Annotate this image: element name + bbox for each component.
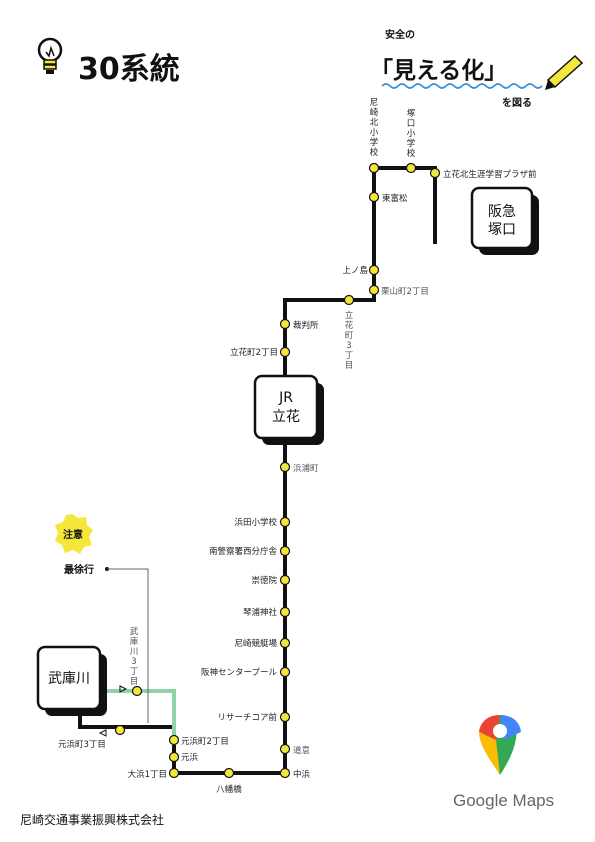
stop-label-kaminoshima: 上ノ島	[342, 265, 368, 276]
route-title: 30系統	[78, 52, 180, 87]
station-jr-tachibana: JR 立花	[253, 374, 324, 445]
direction-marker	[119, 685, 128, 693]
stop-label-hanshin-pool: 阪神センタープール	[201, 667, 277, 678]
stop-nakahama	[279, 767, 291, 779]
station-mukogawa: 武庫川	[36, 645, 107, 716]
station-label-hankyu-line1: 阪急	[488, 204, 516, 220]
stop-label-kotoura: 琴浦神社	[243, 607, 278, 618]
stop-kuriyama-2	[368, 284, 380, 296]
stop-label-tsukaguchi-es: 塚口小学校	[407, 109, 416, 159]
stop-doi	[279, 743, 291, 755]
stop-mukogawa-3	[131, 685, 143, 697]
stop-label-nakahama: 中浜	[293, 769, 311, 780]
stop-motohama-2	[168, 734, 180, 746]
stop-keitei	[279, 637, 291, 649]
stop-tachibana-3	[343, 294, 355, 306]
detour-line	[102, 689, 176, 745]
stop-yawata	[223, 767, 235, 779]
station-hankyu-tsukaguchi: 阪急 塚口	[470, 186, 539, 255]
stop-saibansho	[279, 318, 291, 330]
stop-tachibana-kita-plaza	[429, 167, 441, 179]
stop-minami-police	[279, 545, 291, 557]
google-maps-wordmark: Google Maps	[453, 791, 554, 810]
stop-label-hamaura: 浜浦町	[293, 463, 319, 474]
slogan-bottom: を図る	[502, 97, 532, 109]
stop-label-doi: 道意	[293, 745, 310, 756]
stop-tachibana-2	[279, 346, 291, 358]
stop-hamaura	[279, 461, 291, 473]
lightbulb-icon	[37, 37, 63, 74]
stop-label-motohama-2: 元浜町2丁目	[181, 736, 229, 747]
stop-hamada-es	[279, 516, 291, 528]
stop-label-hamada-es: 浜田小学校	[234, 517, 277, 528]
stop-label-motohama: 元浜	[181, 752, 199, 763]
stop-label-minami-police: 南警察署西分庁舎	[209, 546, 278, 557]
stop-label-higashi-tomimatsu: 東富松	[382, 193, 408, 204]
stop-label-sutokuin: 崇徳院	[251, 575, 277, 586]
notice-badge: 注意	[55, 514, 93, 554]
stop-label-saibansho: 裁判所	[293, 320, 319, 331]
station-label-hankyu-line2: 塚口	[488, 222, 516, 238]
stop-sutokuin	[279, 574, 291, 586]
slogan-top: 安全の	[385, 28, 415, 41]
last-run-label: 最徐行	[64, 563, 94, 576]
slogan-main: 「見える化」	[370, 57, 507, 84]
stop-label-keitei: 尼崎競艇場	[234, 638, 277, 649]
stop-kaminoshima	[368, 264, 380, 276]
notice-badge-text: 注意	[63, 528, 83, 541]
station-label-mukogawa: 武庫川	[48, 670, 90, 687]
stop-research-core	[279, 711, 291, 723]
stop-amagasaki-kita-es	[368, 162, 380, 174]
direction-marker	[98, 729, 107, 737]
station-label-jr-line1: JR	[278, 390, 293, 406]
stop-motohama	[168, 751, 180, 763]
pencil-icon	[545, 54, 584, 90]
stop-label-kuriyama-2: 栗山町2丁目	[381, 286, 429, 297]
stop-label-tachibana-2: 立花町2丁目	[230, 347, 278, 358]
slogan-wave-underline	[381, 83, 543, 89]
stop-label-research-core: リサーチコア前	[217, 712, 277, 723]
stop-hanshin-pool	[279, 666, 291, 678]
stop-ohama-1	[168, 767, 180, 779]
stop-label-yawata: 八幡橋	[216, 784, 242, 795]
station-label-jr-line2: 立花	[272, 409, 300, 425]
last-run-leader-line	[107, 568, 149, 723]
stop-label-amagasaki-kita-es: 尼崎北小学校	[370, 98, 379, 158]
company-name: 尼崎交通事業振興株式会社	[20, 812, 164, 827]
stop-motohama-3	[114, 724, 126, 736]
stop-higashi-tomimatsu	[368, 191, 380, 203]
google-maps-pin-icon	[479, 715, 521, 775]
stop-kotoura	[279, 606, 291, 618]
stop-label-tachibana-kita-plaza: 立花北生涯学習プラザ前	[443, 169, 537, 180]
stop-label-ohama-1: 大浜1丁目	[128, 769, 167, 780]
stop-label-motohama-3: 元浜町3丁目	[58, 739, 106, 750]
stop-tsukaguchi-es	[405, 162, 417, 174]
